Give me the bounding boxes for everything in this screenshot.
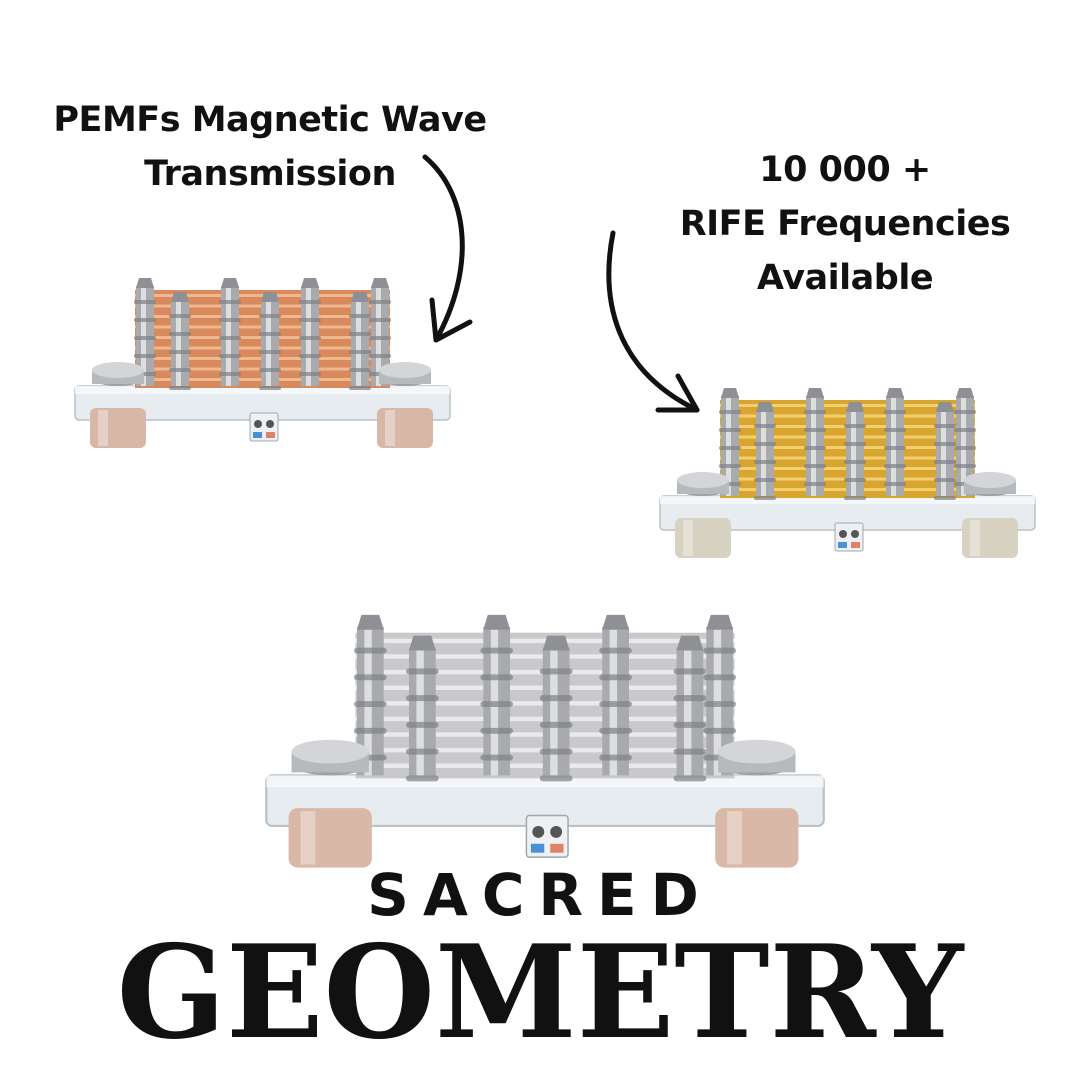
pillar	[349, 292, 371, 390]
pillar	[754, 402, 776, 500]
device-foot	[962, 472, 1018, 558]
callout-rife-line3: Available	[756, 258, 934, 298]
device-copper-image	[74, 278, 451, 448]
device-foot	[715, 739, 799, 868]
device-foot	[377, 362, 433, 448]
pillar	[934, 402, 956, 500]
pillar	[673, 635, 707, 782]
device-gold-image	[659, 388, 1036, 558]
pillar	[406, 635, 439, 782]
pillar	[954, 388, 976, 496]
pillar	[169, 292, 191, 390]
pillar	[480, 614, 514, 776]
connector-terminal-icon	[249, 412, 279, 442]
callout-pemf: PEMFs Magnetic Wave Transmission	[50, 93, 490, 201]
pillar	[599, 614, 632, 776]
device-foot	[90, 362, 146, 448]
callout-pemf-line1: PEMFs Magnetic Wave	[53, 100, 487, 140]
callout-pemf-line2: Transmission	[144, 154, 396, 194]
connector-terminal-icon	[525, 814, 569, 858]
callout-rife-line2: RIFE Frequencies	[679, 204, 1011, 244]
pillar	[219, 278, 241, 386]
pillar	[844, 402, 866, 500]
device-foot	[288, 739, 372, 868]
brand-geometry: GEOMETRY	[116, 918, 964, 1068]
pillar	[259, 292, 281, 390]
connector-terminal-icon	[834, 522, 864, 552]
pillar	[299, 278, 321, 386]
pillar	[804, 388, 826, 496]
callout-rife: 10 000 + RIFE Frequencies Available	[670, 143, 1020, 305]
pillar	[134, 278, 156, 386]
callout-rife-line1: 10 000 +	[759, 150, 931, 190]
brand-sacred: SACRED	[367, 861, 713, 929]
pillar	[884, 388, 906, 496]
pillar	[539, 635, 573, 782]
device-silver-image	[265, 614, 825, 868]
device-foot	[675, 472, 731, 558]
